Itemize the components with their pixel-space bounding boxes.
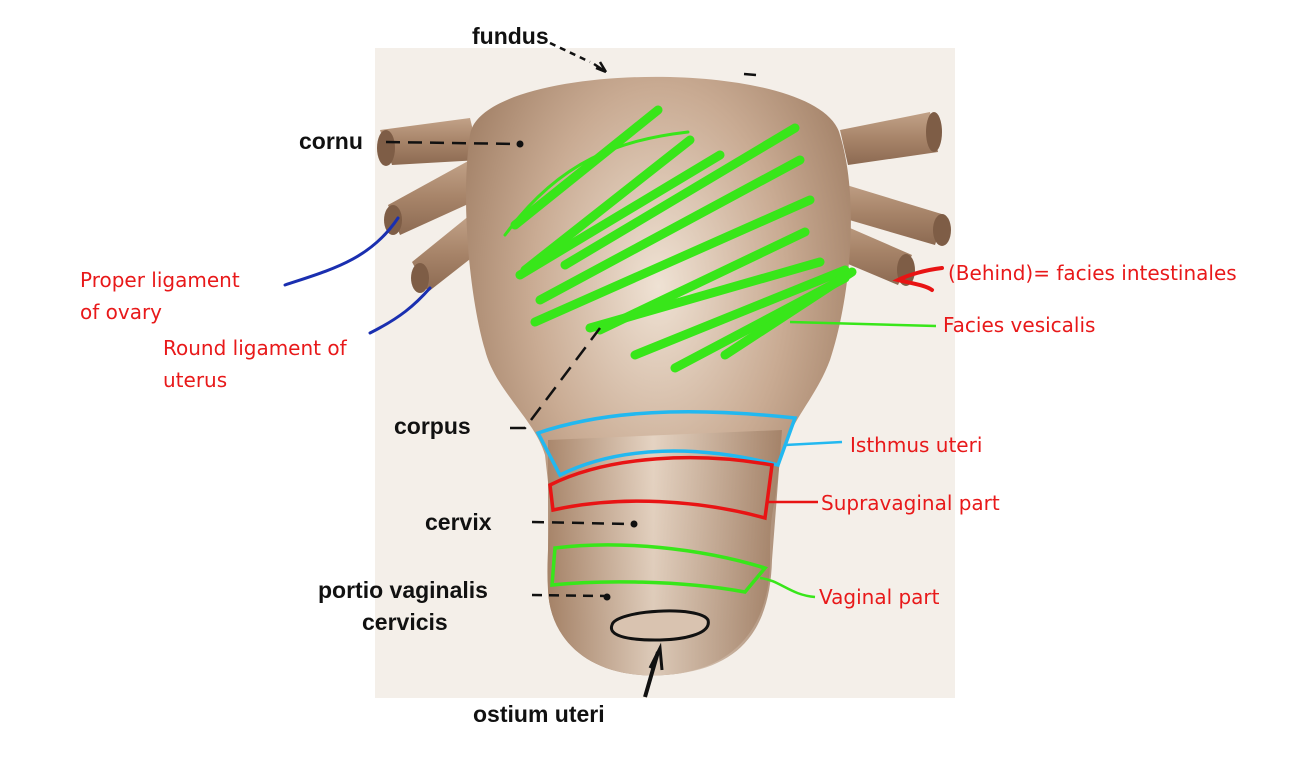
facies-vesicalis-hatching [503,105,857,373]
label-portio-line2: cervicis [362,609,448,635]
facies-vesicalis-line [789,320,937,328]
red-pointer-arrow [892,266,944,292]
annot-isthmus: Isthmus uteri [850,433,982,457]
portio-dot [603,593,611,601]
isthmus-line [784,440,843,447]
label-cervix: cervix [425,509,492,535]
annot-proper-ligament-line1: Proper ligament [80,268,240,292]
cervix-shading [548,430,782,676]
annot-facies-vesicalis: Facies vesicalis [943,313,1095,337]
label-fundus: fundus [472,23,549,49]
annot-supravaginal: Supravaginal part [821,491,1000,515]
vaginal-part-outline [550,543,769,594]
left-ligaments [377,118,488,293]
isthmus-outline [535,409,798,478]
label-cornu: cornu [299,128,363,154]
annot-vaginal: Vaginal part [819,585,940,609]
cornu-dot [516,140,524,148]
annot-facies-intestinales: (Behind)= facies intestinales [948,261,1237,285]
ostium-outline [609,609,710,642]
annot-proper-ligament-line2: of ovary [80,300,162,324]
vaginal-line [759,576,816,599]
supravaginal-outline [548,455,774,521]
black-leader-lines [385,41,757,698]
blue-pointer-lines [283,216,432,335]
annot-round-ligament-line1: Round ligament of [163,336,348,360]
label-portio-line1: portio vaginalis [318,577,488,603]
cervix-dot [630,520,638,528]
annot-round-ligament-line2: uterus [163,368,227,392]
label-ostium: ostium uteri [473,701,605,727]
label-corpus: corpus [394,413,471,439]
